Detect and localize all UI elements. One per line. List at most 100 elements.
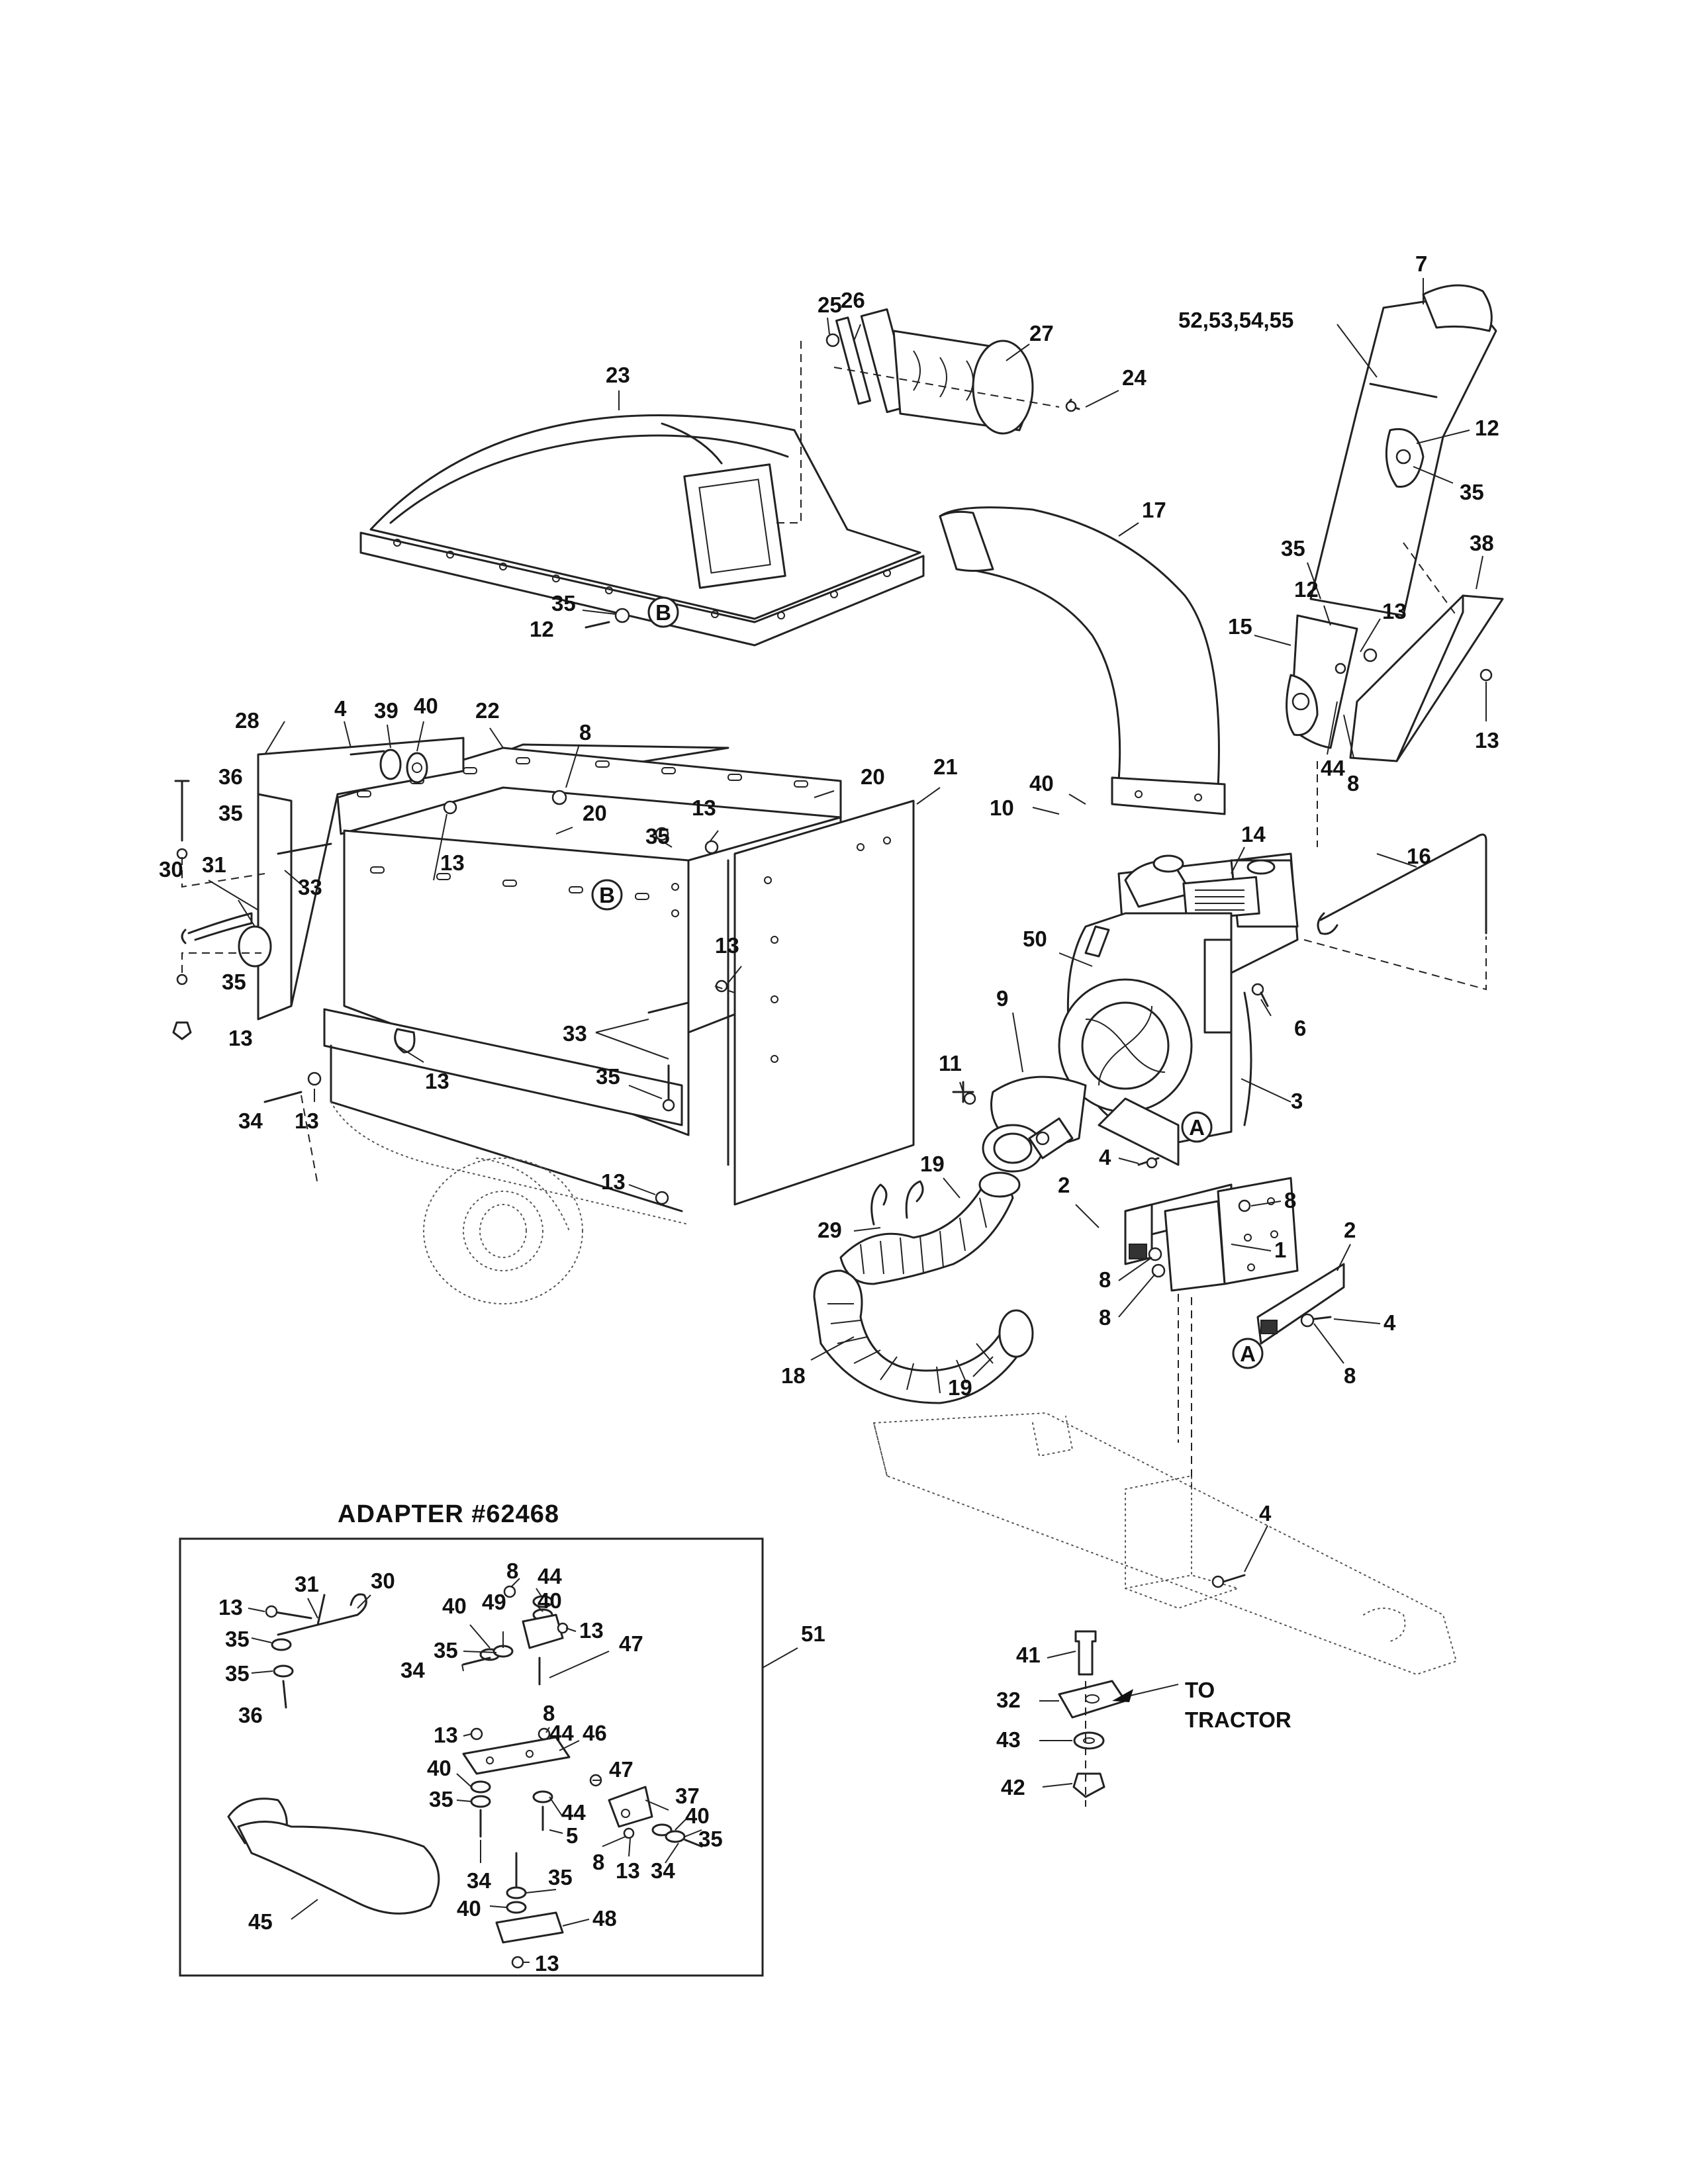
svg-text:46: 46 <box>583 1721 607 1745</box>
svg-text:48: 48 <box>592 1906 617 1931</box>
svg-text:8: 8 <box>592 1850 604 1874</box>
svg-text:44: 44 <box>1321 756 1345 780</box>
svg-text:8: 8 <box>506 1559 518 1583</box>
svg-text:14: 14 <box>1241 822 1266 846</box>
tractor-hardware <box>1058 1630 1127 1807</box>
svg-text:2: 2 <box>1344 1218 1356 1242</box>
svg-text:35: 35 <box>429 1787 453 1811</box>
svg-text:35: 35 <box>1460 480 1484 504</box>
svg-text:TO: TO <box>1185 1678 1215 1702</box>
svg-text:47: 47 <box>609 1757 633 1782</box>
svg-text:44: 44 <box>538 1564 562 1588</box>
svg-text:40: 40 <box>427 1756 451 1780</box>
svg-text:13: 13 <box>295 1109 319 1133</box>
svg-text:36: 36 <box>238 1703 263 1727</box>
svg-text:11: 11 <box>939 1051 962 1075</box>
svg-text:35: 35 <box>222 970 246 994</box>
upper-chute <box>1286 284 1504 762</box>
svg-text:20: 20 <box>583 801 607 825</box>
svg-text:40: 40 <box>685 1803 710 1828</box>
svg-text:8: 8 <box>1284 1188 1296 1212</box>
svg-text:9: 9 <box>996 986 1008 1011</box>
svg-text:34: 34 <box>238 1109 263 1133</box>
svg-text:49: 49 <box>482 1590 506 1614</box>
svg-text:35: 35 <box>551 591 576 615</box>
svg-text:12: 12 <box>530 617 554 641</box>
svg-text:44: 44 <box>561 1800 586 1825</box>
svg-text:35: 35 <box>434 1638 458 1662</box>
wheel-outline <box>423 1158 583 1304</box>
svg-text:32: 32 <box>996 1688 1021 1712</box>
svg-text:34: 34 <box>467 1868 491 1893</box>
svg-text:13: 13 <box>228 1026 253 1050</box>
svg-text:52,53,54,55: 52,53,54,55 <box>1178 308 1293 332</box>
svg-text:TRACTOR: TRACTOR <box>1185 1707 1291 1732</box>
svg-text:6: 6 <box>1294 1016 1306 1040</box>
svg-text:31: 31 <box>202 852 226 877</box>
svg-text:13: 13 <box>1382 599 1407 623</box>
svg-text:13: 13 <box>440 850 465 875</box>
engine-blower <box>952 852 1299 1173</box>
svg-text:8: 8 <box>1099 1267 1111 1292</box>
svg-text:13: 13 <box>616 1858 640 1883</box>
svg-text:40: 40 <box>442 1594 467 1618</box>
svg-text:13: 13 <box>434 1723 458 1747</box>
svg-text:44: 44 <box>549 1721 574 1745</box>
svg-text:31: 31 <box>295 1572 319 1596</box>
svg-text:34: 34 <box>651 1858 675 1883</box>
svg-text:8: 8 <box>1344 1363 1356 1388</box>
svg-text:13: 13 <box>425 1069 449 1093</box>
svg-text:10: 10 <box>990 796 1014 820</box>
left-hardware <box>172 608 728 1205</box>
svg-text:33: 33 <box>298 875 322 899</box>
svg-text:13: 13 <box>715 933 739 958</box>
svg-text:3: 3 <box>1291 1089 1303 1113</box>
svg-text:5: 5 <box>566 1823 578 1848</box>
svg-text:4: 4 <box>1259 1501 1272 1525</box>
svg-text:40: 40 <box>414 694 438 718</box>
svg-text:17: 17 <box>1142 498 1166 522</box>
svg-text:30: 30 <box>159 857 183 882</box>
svg-text:8: 8 <box>1347 771 1359 796</box>
svg-text:13: 13 <box>692 796 716 820</box>
svg-text:30: 30 <box>371 1569 395 1593</box>
svg-text:41: 41 <box>1016 1643 1041 1667</box>
ref-marker-b: B B <box>591 596 679 911</box>
svg-text:8: 8 <box>543 1701 555 1725</box>
svg-text:43: 43 <box>996 1727 1021 1752</box>
svg-text:16: 16 <box>1407 844 1431 868</box>
svg-text:35: 35 <box>596 1064 620 1089</box>
ref-marker-a: A A <box>1181 1111 1264 1369</box>
svg-text:38: 38 <box>1470 531 1494 555</box>
svg-text:35: 35 <box>1281 536 1305 561</box>
bag-assembly <box>825 308 1080 435</box>
svg-text:7: 7 <box>1415 251 1427 276</box>
svg-text:13: 13 <box>535 1951 559 1976</box>
svg-text:35: 35 <box>225 1661 250 1686</box>
svg-text:21: 21 <box>933 754 958 779</box>
svg-text:19: 19 <box>948 1375 972 1400</box>
svg-text:35: 35 <box>698 1827 723 1851</box>
hood <box>359 414 925 647</box>
svg-text:51: 51 <box>801 1621 825 1646</box>
svg-text:26: 26 <box>841 288 865 312</box>
handle <box>1317 833 1487 935</box>
svg-text:4: 4 <box>1099 1145 1111 1169</box>
svg-text:35: 35 <box>218 801 243 825</box>
svg-text:42: 42 <box>1001 1775 1025 1799</box>
svg-text:29: 29 <box>818 1218 842 1242</box>
svg-text:B: B <box>599 883 615 907</box>
svg-text:33: 33 <box>563 1021 587 1046</box>
svg-text:50: 50 <box>1023 927 1047 951</box>
svg-text:4: 4 <box>334 696 347 721</box>
svg-text:34: 34 <box>400 1658 425 1682</box>
svg-text:24: 24 <box>1122 365 1147 390</box>
svg-text:B: B <box>655 600 671 625</box>
svg-text:A: A <box>1189 1115 1205 1140</box>
svg-text:27: 27 <box>1029 321 1054 345</box>
svg-text:12: 12 <box>1475 416 1499 440</box>
svg-text:35: 35 <box>645 824 670 848</box>
svg-text:40: 40 <box>538 1588 562 1613</box>
hoses <box>813 1171 1034 1404</box>
